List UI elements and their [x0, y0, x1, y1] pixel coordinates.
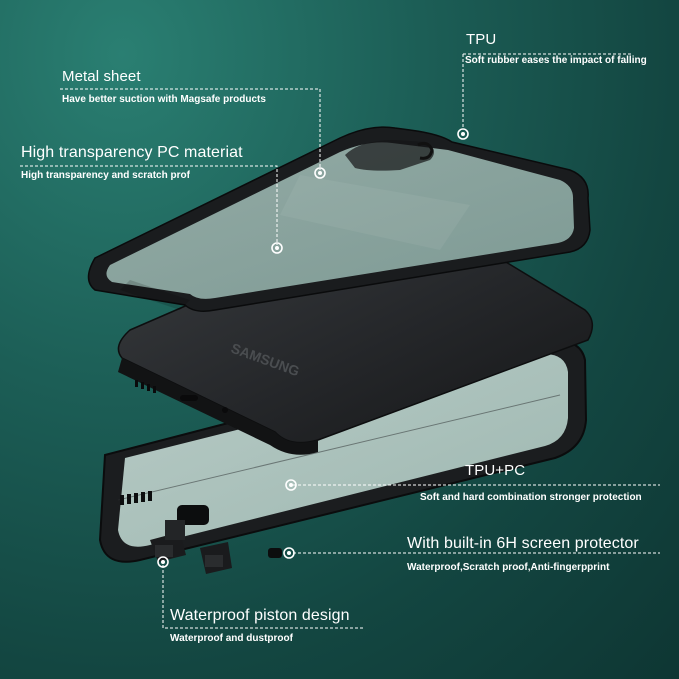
marker-piston	[157, 556, 169, 568]
tpu-title: TPU	[466, 31, 497, 48]
marker-screen	[283, 547, 295, 559]
tpu-desc: Soft rubber eases the impact of falling	[465, 55, 647, 66]
metal-sheet-title: Metal sheet	[62, 68, 141, 85]
metal-sheet-desc: Have better suction with Magsafe product…	[62, 94, 266, 105]
pc-material-title: High transparency PC materiat	[21, 144, 243, 161]
leader-lines	[20, 53, 660, 629]
marker-pc	[271, 242, 283, 254]
piston-title: Waterproof piston design	[170, 607, 350, 624]
bottom-case	[98, 339, 588, 563]
marker-tpupc	[285, 479, 297, 491]
top-case	[87, 126, 591, 312]
screen-protector-title: With built-in 6H screen protector	[407, 535, 639, 552]
tpu-pc-desc: Soft and hard combination stronger prote…	[420, 492, 642, 503]
piston-plugs	[150, 520, 232, 574]
marker-tpu	[457, 128, 469, 140]
piston-desc: Waterproof and dustproof	[170, 633, 293, 644]
bottom-ports	[120, 491, 282, 558]
annotation-markers	[157, 128, 469, 568]
pc-material-desc: High transparency and scratch prof	[21, 170, 190, 181]
marker-metal	[314, 167, 326, 179]
tpu-pc-title: TPU+PC	[465, 462, 526, 479]
screen-protector-desc: Waterproof,Scratch proof,Anti-fingerppri…	[407, 562, 610, 573]
